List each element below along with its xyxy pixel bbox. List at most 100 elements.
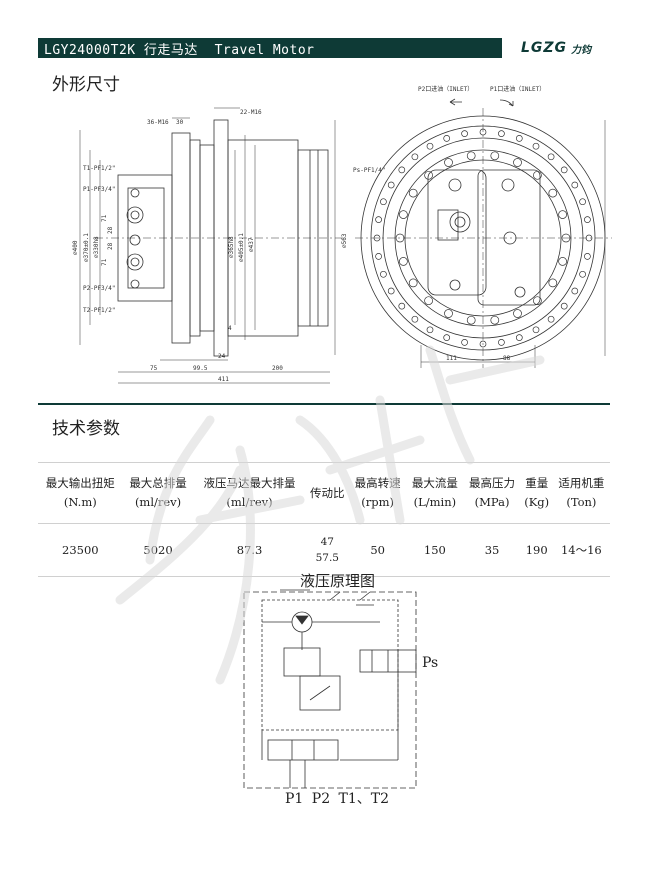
- bolt-hole: [515, 135, 523, 142]
- label-dia-563: ∅563: [341, 233, 348, 248]
- bolt-hole: [515, 334, 523, 341]
- bolt-hole: [561, 233, 571, 243]
- label-dim-88: 88: [503, 355, 511, 362]
- label-dim-28a: 28: [107, 226, 114, 234]
- bolt-hole: [380, 198, 387, 206]
- section-divider: [38, 403, 610, 405]
- bolt-hole: [408, 188, 418, 198]
- bolt-hole: [373, 234, 381, 242]
- label-dim-30: 30: [176, 119, 184, 126]
- bolt-hole: [579, 270, 586, 278]
- header-ratio: 传动比: [305, 462, 350, 524]
- spec-table: 最大输出扭矩(N.m) 最大总排量(ml/rev) 液压马达最大排量(ml/re…: [38, 462, 610, 577]
- bolt-hole: [444, 158, 453, 167]
- bolt-hole: [558, 257, 567, 266]
- bolt-hole: [461, 130, 468, 137]
- cell-flow: 150: [406, 523, 464, 577]
- bolt-hole: [533, 296, 542, 306]
- bolt-hole: [548, 188, 558, 198]
- label-dia-370: ∅370±0.1: [83, 233, 90, 262]
- bolt-hole: [560, 166, 568, 174]
- bolt-hole: [490, 315, 500, 325]
- bolt-hole: [424, 170, 433, 180]
- bolt-hole: [444, 309, 453, 318]
- header-flow: 最大流量(L/min): [406, 462, 464, 524]
- bolt-hole: [560, 302, 568, 310]
- bolt-hole: [466, 151, 476, 161]
- label-dim-411: 411: [218, 376, 229, 383]
- logo-subtext: 力钧: [571, 44, 592, 56]
- bolt-hole: [399, 210, 408, 219]
- bolt-hole: [424, 296, 433, 306]
- bolt-hole: [399, 257, 408, 266]
- spec-header-row: 最大输出扭矩(N.m) 最大总排量(ml/rev) 液压马达最大排量(ml/re…: [38, 462, 610, 524]
- bolt-hole: [533, 170, 542, 180]
- label-dim-75: 75: [150, 365, 158, 372]
- header-pressure: 最高压力(MPa): [463, 462, 521, 524]
- bolt-hole: [479, 128, 487, 136]
- params-heading: 技术参数: [52, 419, 120, 439]
- header-speed: 最高转速(rpm): [349, 462, 407, 524]
- company-logo: LGZG 力钧: [502, 38, 610, 58]
- cell-total-disp: 5020: [122, 523, 194, 577]
- bolt-hole-ring: [373, 128, 593, 348]
- front-valve-cover: [427, 169, 487, 296]
- bolt-hole: [443, 135, 451, 142]
- label-22-m16: 22-M16: [240, 109, 262, 116]
- bolt-hole: [411, 315, 419, 323]
- dimensions-heading: 外形尺寸: [52, 75, 120, 95]
- bolt-hole: [571, 181, 579, 189]
- label-dia-365: ∅365h8: [228, 236, 235, 258]
- cell-pressure: 35: [463, 523, 521, 577]
- bolt-hole: [547, 153, 555, 161]
- bolt-hole: [490, 151, 500, 161]
- cell-motor-disp: 87.3: [193, 523, 306, 577]
- cell-weight: 190: [520, 523, 553, 577]
- bolt-hole: [426, 326, 434, 334]
- label-36-m16: 36-M16: [147, 119, 169, 126]
- schematic-ps-label: Ps: [422, 655, 439, 671]
- bolt-hole: [375, 216, 382, 223]
- dimension-drawing: 36-M16 30 22-M16 T1-PF1/2" P1-PF3/4" P2-…: [72, 85, 612, 384]
- bolt-hole: [387, 287, 395, 295]
- label-dim-24: 24: [218, 353, 226, 360]
- label-p1-inlet: P1口进油（INLET）: [490, 85, 545, 93]
- bolt-hole: [548, 278, 558, 288]
- bolt-hole: [443, 334, 451, 341]
- bolt-hole: [513, 158, 522, 167]
- label-p2-port: P2-PF3/4": [83, 285, 116, 292]
- bolt-hole: [532, 326, 540, 334]
- bolt-hole: [532, 142, 540, 150]
- header-weight: 重量(Kg): [520, 462, 553, 524]
- bolt-hole: [398, 302, 406, 310]
- bolt-hole: [395, 233, 405, 243]
- counterbalance-valve: [267, 739, 339, 761]
- label-t2-port: T2-PF1/2": [83, 307, 116, 314]
- bolt-hole: [558, 210, 567, 219]
- cell-speed: 50: [349, 523, 407, 577]
- bolt-hole: [584, 216, 591, 223]
- bolt-hole: [498, 130, 505, 137]
- bolt-hole: [426, 142, 434, 150]
- label-t1-port: T1-PF1/2": [83, 165, 116, 172]
- bolt-hole: [466, 315, 476, 325]
- header-machine: 适用机重(Ton): [552, 462, 610, 524]
- bolt-hole: [547, 315, 555, 323]
- cell-torque: 23500: [38, 523, 123, 577]
- header-motor-disp: 液压马达最大排量(ml/rev): [193, 462, 306, 524]
- header-torque: 最大输出扭矩(N.m): [38, 462, 123, 524]
- bolt-hole: [579, 198, 586, 206]
- bolt-hole: [398, 166, 406, 174]
- bolt-hole: [585, 234, 593, 242]
- logo-text: LGZG: [520, 40, 568, 56]
- label-dia-437: ∅437: [248, 237, 255, 252]
- schematic-port-labels: P1 P2 T1、T2: [285, 791, 390, 807]
- bolt-hole: [584, 253, 591, 260]
- label-dim-71b: 71: [101, 258, 108, 266]
- label-p1-port: P1-PF3/4": [83, 186, 116, 193]
- label-dia-400: ∅400: [72, 240, 79, 255]
- label-dim-111: 111: [446, 355, 457, 362]
- bolt-hole: [411, 153, 419, 161]
- bolt-hole: [571, 287, 579, 295]
- bolt-hole: [387, 181, 395, 189]
